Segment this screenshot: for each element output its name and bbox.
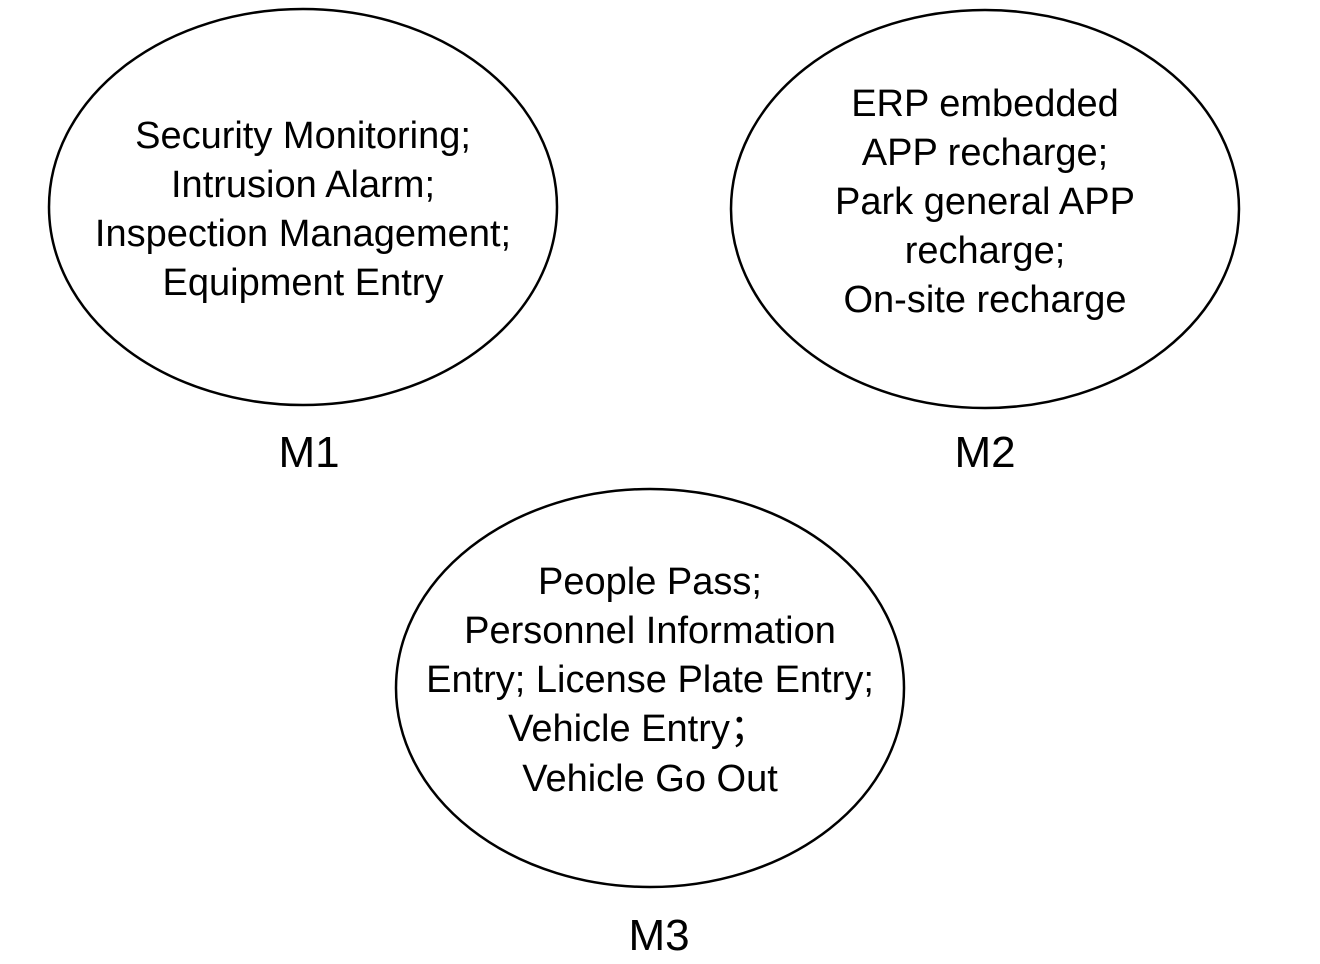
module-m1-label: M1 [278,428,339,477]
module-m3-line-3: Entry; License Plate Entry; [426,659,874,701]
module-m2: ERP embedded APP recharge; Park general … [729,8,1241,477]
module-m2-ellipse [729,8,1241,410]
module-m3-line-2: Personnel Information [464,610,836,652]
module-m1-line-3: Inspection Management; [95,213,511,255]
module-m2-label: M2 [954,428,1015,477]
module-m2-line-2: APP recharge; [862,132,1108,174]
module-m3-line-4: Vehicle Entry； [508,708,768,750]
module-m1-line-2: Intrusion Alarm; [171,164,435,206]
module-m3-line-5: Vehicle Go Out [522,758,778,800]
module-m2-line-4: recharge; [905,230,1066,272]
module-m1-line-1: Security Monitoring; [135,115,471,157]
module-m3: People Pass; Personnel Information Entry… [394,487,906,960]
module-m2-line-1: ERP embedded [851,83,1119,125]
module-m1-line-4: Equipment Entry [163,262,444,304]
module-m2-line-5: On-site recharge [843,279,1126,321]
module-m1-ellipse [47,7,559,407]
module-m2-line-3: Park general APP [835,181,1135,223]
module-m3-label: M3 [628,911,689,960]
module-m3-ellipse [394,487,906,889]
module-m1: Security Monitoring; Intrusion Alarm; In… [47,7,559,477]
module-m3-line-1: People Pass; [538,561,762,603]
